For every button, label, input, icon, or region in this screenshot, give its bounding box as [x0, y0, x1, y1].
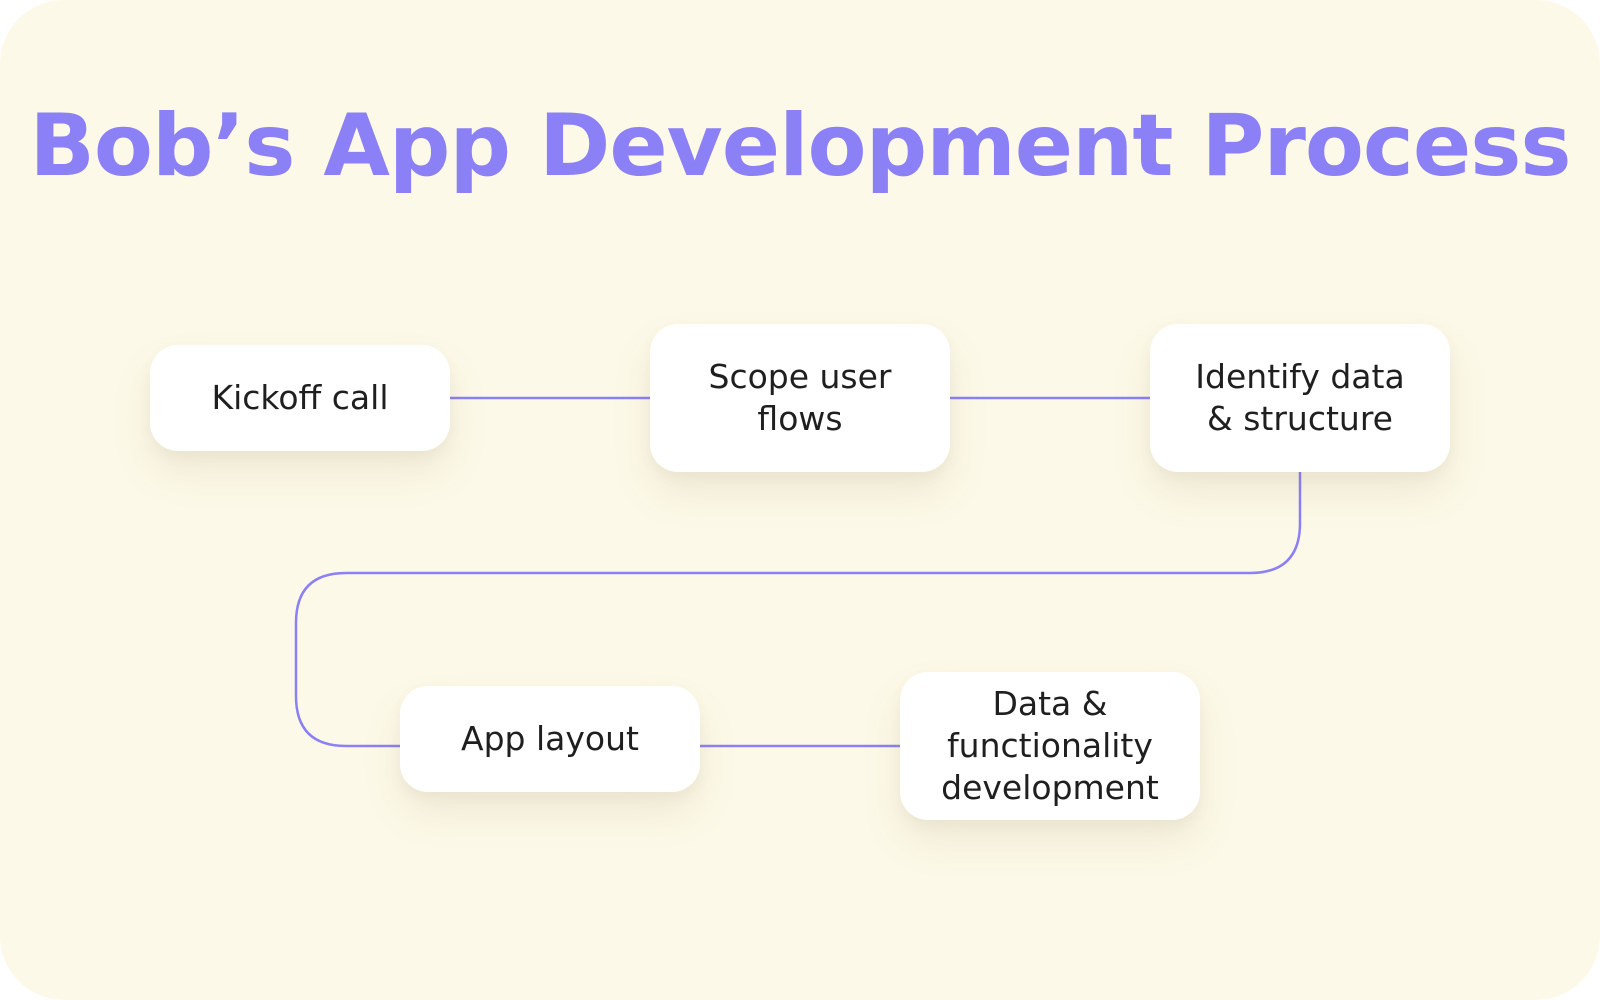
step-label: Scope user flows: [708, 357, 892, 438]
connector-identify-to-layout: [294, 472, 1302, 748]
diagram-title: Bob’s App Development Process: [29, 96, 1571, 196]
step-label: Identify data & structure: [1195, 357, 1405, 438]
step-app-layout: App layout: [400, 686, 700, 792]
step-label: Kickoff call: [211, 378, 389, 417]
step-label: App layout: [461, 719, 639, 758]
step-kickoff-call: Kickoff call: [150, 345, 450, 451]
step-identify-data-structure: Identify data & structure: [1150, 324, 1450, 472]
step-scope-user-flows: Scope user flows: [650, 324, 950, 472]
step-label: Data & functionality development: [941, 684, 1159, 807]
step-data-functionality-development: Data & functionality development: [900, 672, 1200, 820]
